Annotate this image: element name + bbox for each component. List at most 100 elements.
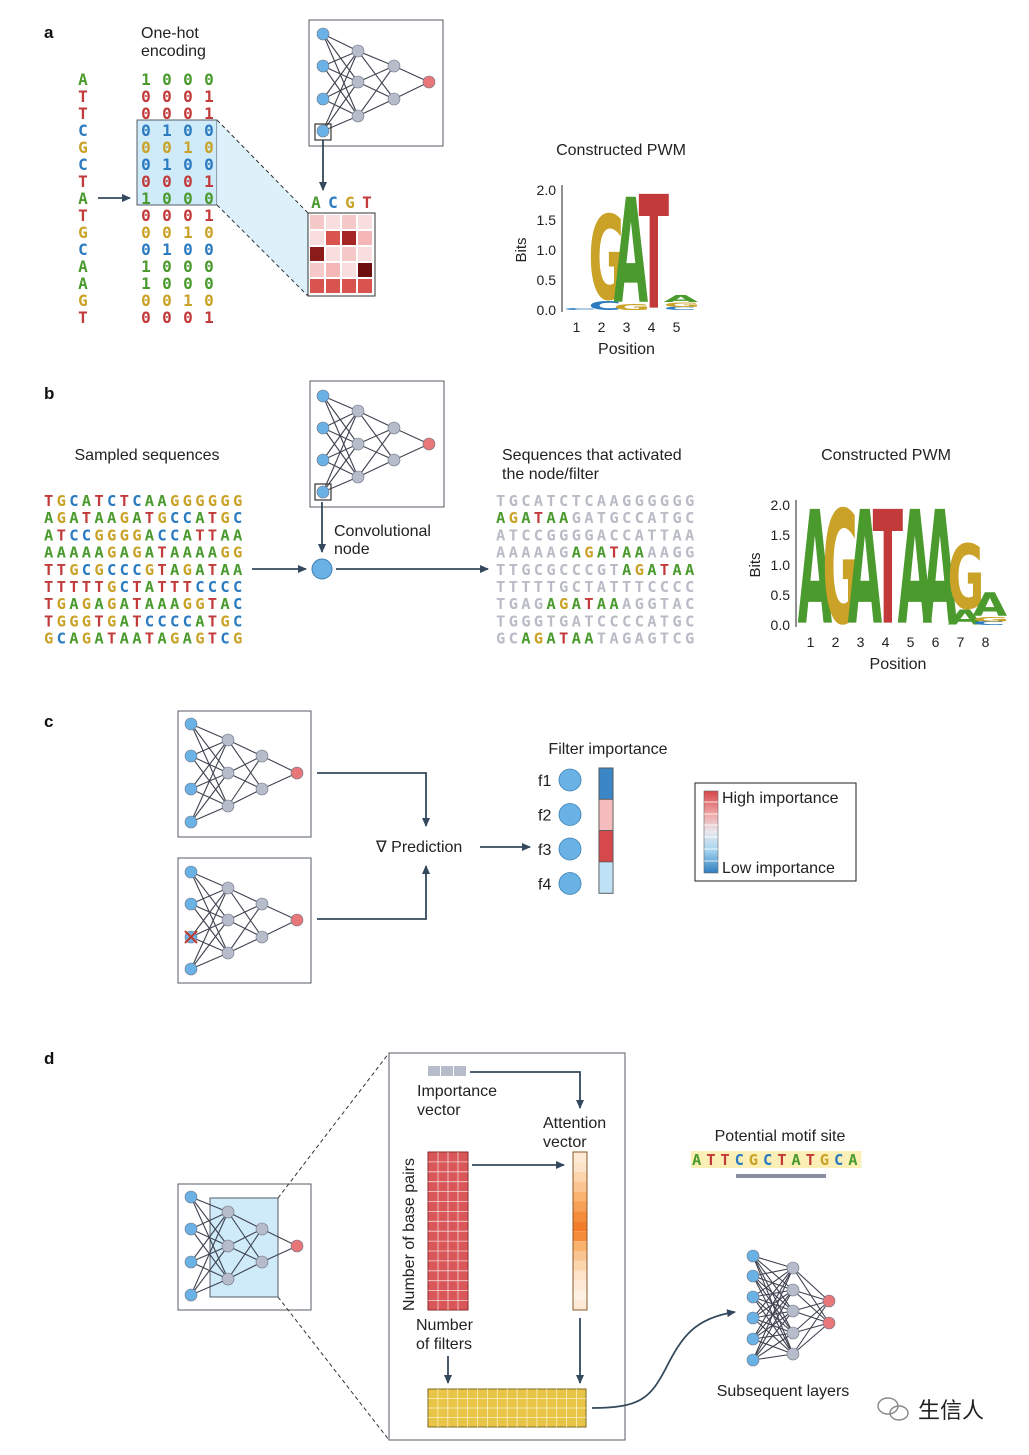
onehot-bit: 0 <box>204 155 214 174</box>
logo-letter-A: A <box>664 293 699 304</box>
network-edge <box>190 739 229 790</box>
selected-node-box <box>314 483 332 501</box>
logo-x-tick: 5 <box>673 319 681 335</box>
hidden-node <box>786 1304 800 1318</box>
onehot-bit: 0 <box>162 104 172 123</box>
filter-weight-cell <box>342 215 356 229</box>
network-edge <box>393 65 430 83</box>
logo-y-tick: 2.0 <box>771 497 791 513</box>
network-edge <box>322 410 359 429</box>
network-edge <box>190 952 229 970</box>
importance-vector-cell <box>454 1066 466 1076</box>
importance-vector <box>428 1066 466 1076</box>
network-edge <box>357 50 395 100</box>
onehot-bit: 0 <box>141 172 151 191</box>
onehot-bit: 1 <box>204 308 214 327</box>
input-node <box>184 815 198 829</box>
logo-letter-A: A <box>973 587 1008 624</box>
attention-cell <box>573 1300 587 1311</box>
filter-weight-cell <box>326 263 340 277</box>
logo-letter-A: A <box>923 480 958 661</box>
logo-x-tick: 4 <box>648 319 656 335</box>
logo-x-tick: 6 <box>932 634 940 650</box>
filters-axis-label-line1: Number <box>416 1317 474 1334</box>
network-edge <box>322 33 359 52</box>
filter-header-base: T <box>362 193 372 212</box>
importance-vector-label-line2: vector <box>417 1102 461 1119</box>
logo-x-tick: 4 <box>882 634 890 650</box>
output-node <box>422 75 436 89</box>
filter-weight-cell <box>326 231 340 245</box>
importance-legend-steps <box>704 801 718 862</box>
network-edge <box>190 1196 229 1247</box>
attention-cell <box>573 1152 587 1162</box>
attention-cell <box>573 1171 587 1182</box>
filter-header-base: A <box>311 193 321 212</box>
logo-letter-A: A <box>898 480 933 661</box>
network-edge <box>261 1245 298 1263</box>
network-edge <box>190 1211 229 1263</box>
onehot-bit: 0 <box>162 172 172 191</box>
hidden-node <box>255 1255 269 1269</box>
onehot-bit: 1 <box>183 223 193 242</box>
logo-letter-C: C <box>664 306 697 311</box>
network-frame <box>177 857 312 984</box>
hidden-node <box>351 404 365 418</box>
input-node <box>316 92 330 106</box>
hidden-node <box>387 453 401 467</box>
feature-map-grid <box>427 1151 469 1311</box>
sequence-base: A <box>78 257 88 276</box>
filter-label: f2 <box>538 808 551 825</box>
network-edge <box>792 1300 830 1334</box>
logo-letter-G: G <box>948 528 985 630</box>
network-edge <box>190 739 229 823</box>
logo-x-label: Position <box>598 341 655 358</box>
onehot-title-line2: encoding <box>141 43 206 60</box>
onehot-bit: 0 <box>162 257 172 276</box>
projection-line-bottom <box>216 204 309 297</box>
onehot-bit: 0 <box>141 155 151 174</box>
onehot-bit: 0 <box>183 308 193 327</box>
network-edge <box>190 887 229 938</box>
zoom-line-bottom <box>277 1296 390 1441</box>
hidden-node <box>221 733 235 747</box>
onehot-bit: 0 <box>183 172 193 191</box>
filter-weight-cell <box>310 231 324 245</box>
pwm-b-title: Constructed PWM <box>821 447 951 464</box>
onehot-bit: 0 <box>183 70 193 89</box>
logo-letter-C: C <box>973 621 1006 626</box>
watermark: 生信人 <box>877 1397 984 1423</box>
sequence-base: G <box>78 138 88 157</box>
input-node <box>316 124 330 138</box>
onehot-bit: 1 <box>183 138 193 157</box>
network-edge <box>752 1267 794 1298</box>
filter-weight-cell <box>310 247 324 261</box>
panel-b-label: b <box>44 384 54 403</box>
logo-letter-G: G <box>664 301 701 309</box>
filter-node <box>558 872 582 895</box>
output-node <box>822 1294 836 1308</box>
attention-cell <box>573 1270 587 1281</box>
hidden-node <box>221 1205 235 1219</box>
network-edge <box>190 1211 229 1230</box>
network-edge <box>322 476 359 493</box>
sequence-base: G <box>78 291 88 310</box>
sampled-sequences-title: Sampled sequences <box>75 447 220 464</box>
filter-node <box>558 768 582 792</box>
hidden-node <box>221 1272 235 1286</box>
logo-x-tick: 3 <box>857 634 865 650</box>
logo-letter-A: A <box>798 480 833 661</box>
logo-letter-A: A <box>614 169 649 337</box>
motif-background <box>818 1151 833 1168</box>
onehot-bit: 0 <box>162 87 172 106</box>
onehot-bit: 0 <box>204 121 214 140</box>
network-edge <box>393 443 430 461</box>
input-node <box>316 485 330 499</box>
input-node <box>184 1190 198 1204</box>
network-edge <box>190 871 229 889</box>
